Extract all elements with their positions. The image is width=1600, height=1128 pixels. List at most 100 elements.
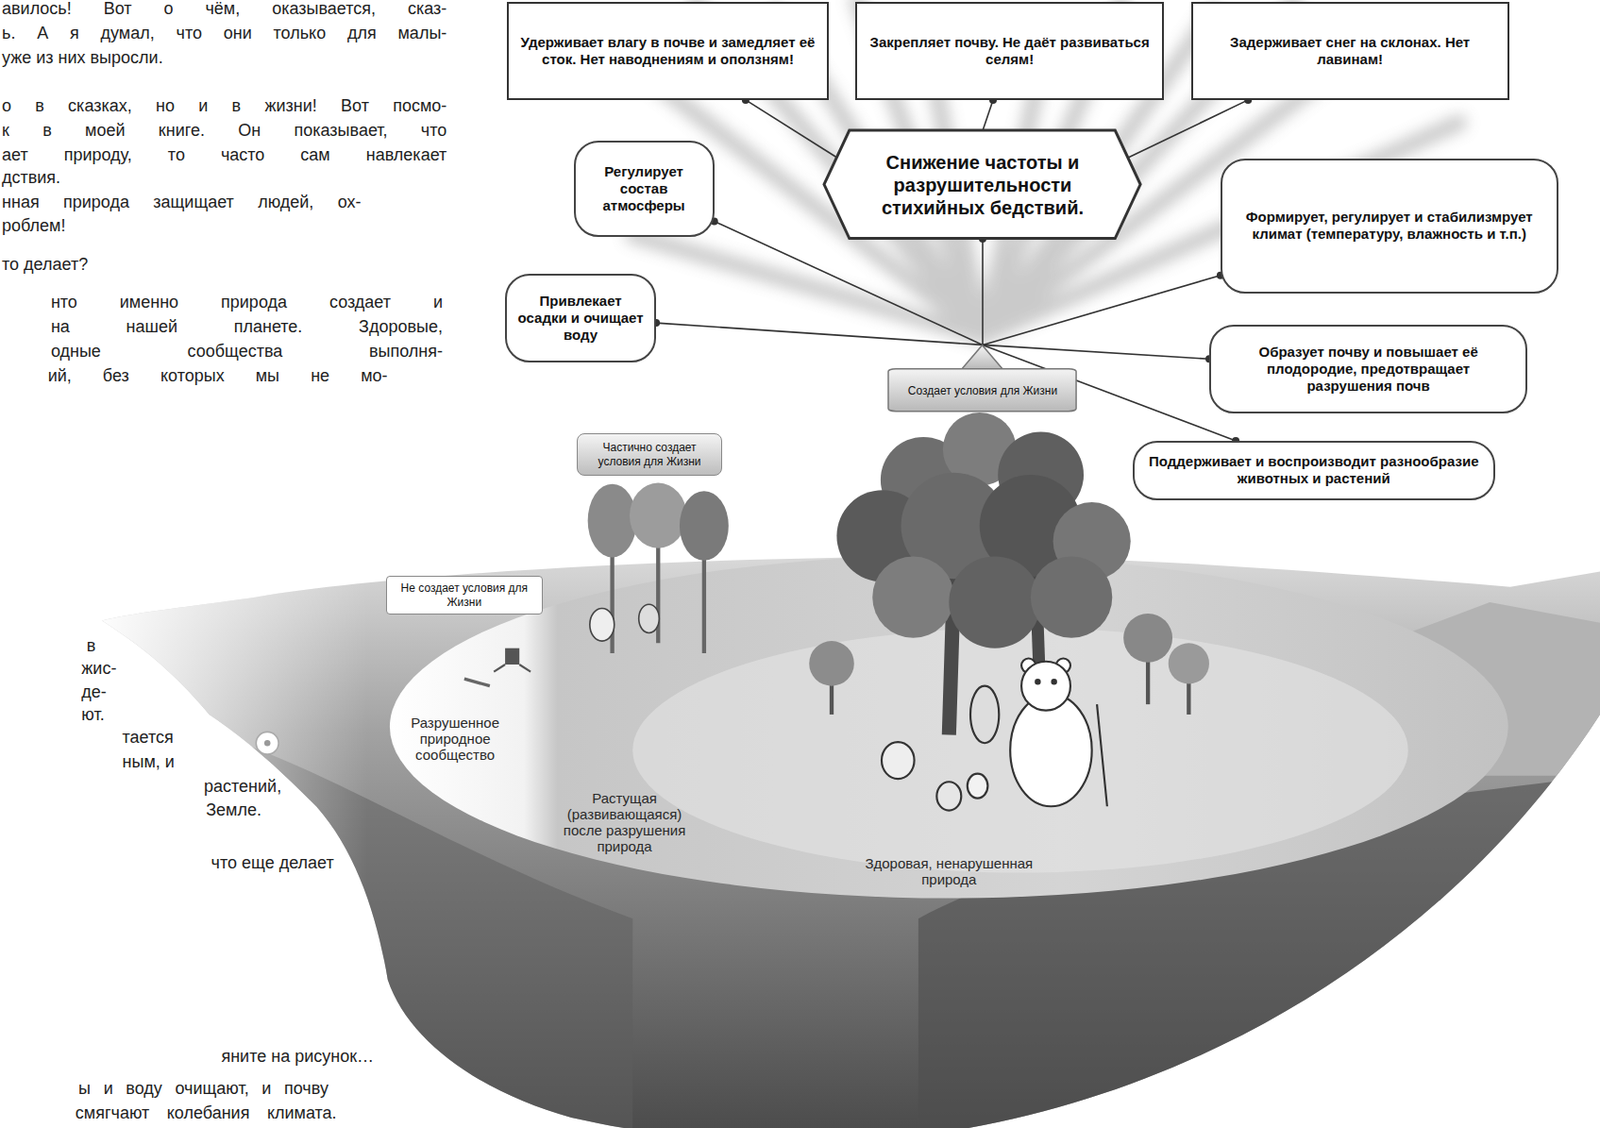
- connector-line: [1128, 100, 1248, 158]
- page-text-fragment: тается: [122, 728, 174, 748]
- function-bubble: Привлекает осадки и очищает воду: [505, 273, 657, 363]
- node-text: Образует почву и повышает её плодородие,…: [1224, 343, 1513, 395]
- young-trees: [639, 604, 660, 633]
- young-trees: [629, 483, 688, 549]
- forest-animals: [1021, 661, 1071, 711]
- node-text: Не создает условия для Жизни: [392, 581, 537, 609]
- young-trees: [589, 608, 615, 642]
- page-text-fragment: де-: [81, 683, 107, 703]
- page-text-fragment: ий, без которых мы не мо-: [48, 367, 388, 387]
- page-text-fragment: ь. А я думал, что они только для малы-: [1, 24, 447, 44]
- page-text-fragment: ает природу, то часто сам навлекает: [1, 146, 447, 166]
- connector-line: [982, 344, 1210, 359]
- page-text-fragment: роблем!: [1, 217, 66, 236]
- forest-animals: [967, 774, 989, 799]
- page-text-fragment: то делает?: [1, 255, 88, 275]
- connector-line: [982, 275, 1221, 346]
- light-rays: [632, 235, 983, 337]
- region-label: Здоровая, ненарушенная природа: [859, 855, 1039, 889]
- page-text-fragment: Земле.: [205, 801, 262, 821]
- page-text-fragment: нная природа защищает людей, ох-: [1, 193, 362, 213]
- landscape-bowl: [91, 551, 1600, 1128]
- hexagon-outline: [824, 130, 1141, 239]
- landscape-bowl: [91, 551, 1600, 1128]
- node-text: Создает условия для Жизни: [894, 384, 1070, 398]
- old-trees: [872, 555, 954, 638]
- house-roof: [961, 345, 1004, 371]
- old-trees: [948, 555, 1041, 648]
- page-text-fragment: ют.: [81, 706, 104, 725]
- forest-animals: [1052, 679, 1057, 684]
- function-bubble: Регулирует состав атмосферы: [573, 140, 715, 237]
- flower: [264, 740, 270, 746]
- connector-line: [981, 238, 984, 346]
- node-text: Частично создает условия для Жизни: [583, 440, 717, 469]
- function-bubble: Образует почву и повышает её плодородие,…: [1209, 324, 1528, 414]
- node-text: Удерживает влагу в почве и замедляет её …: [520, 33, 816, 68]
- page-text-fragment: ы и воду очищают, и почву: [78, 1079, 329, 1099]
- nature-oval: [632, 627, 1409, 873]
- page-text-fragment: ным, и: [122, 753, 175, 773]
- house-outline: [887, 344, 1078, 412]
- page-text-fragment: дствия.: [1, 168, 61, 188]
- old-trees: [1030, 555, 1112, 638]
- node-text: Формирует, регулирует и стабилизмрует кл…: [1235, 208, 1544, 243]
- stump: [464, 678, 490, 687]
- function-bubble: Поддерживает и воспроизводит разнообрази…: [1132, 440, 1496, 501]
- region-label: Растущая (развивающаяся) после разрушени…: [555, 790, 694, 856]
- node-text: Задерживает снег на склонах. Нет лавинам…: [1204, 33, 1497, 68]
- young-trees: [679, 490, 729, 561]
- page-text-fragment: к в моей книге. Он показывает, что: [1, 121, 447, 141]
- node-text: Снижение частоты и разрушительности стих…: [856, 151, 1109, 219]
- connector-line: [656, 322, 983, 345]
- forest-animals: [936, 781, 961, 810]
- forest-animals: [1035, 679, 1040, 684]
- forest-animals: [881, 741, 915, 779]
- region-label: Разрушенное природное сообщество: [404, 714, 506, 764]
- forest-animals: [881, 657, 1108, 810]
- nature-oval: [389, 555, 1509, 898]
- page-text-fragment: смягчают колебания климата.: [75, 1104, 337, 1124]
- flower: [255, 731, 279, 755]
- forest-animals: [1096, 704, 1108, 807]
- page-text-fragment: одные сообщества выполня-: [50, 342, 443, 362]
- house-box: Создает условия для Жизни: [887, 344, 1078, 412]
- page-text-fragment: что еще делает: [211, 854, 335, 874]
- young-trees: [588, 483, 729, 655]
- forest-animals: [1010, 693, 1092, 807]
- function-bubble: Формирует, регулирует и стабилизмрует кл…: [1220, 158, 1559, 295]
- young-trees: [588, 484, 638, 558]
- node-text: Привлекает осадки и очищает воду: [514, 292, 647, 344]
- connector-line: [982, 100, 994, 131]
- stump: [505, 648, 520, 665]
- page-text-fragment: жис-: [81, 659, 117, 679]
- page-text-fragment: на нашей планете. Здоровые,: [50, 318, 443, 337]
- page-text-fragment: в: [86, 637, 97, 657]
- page-text-fragment: нто именно природа создает и: [50, 293, 443, 313]
- node-text: Поддерживает и воспроизводит разнообрази…: [1145, 453, 1483, 488]
- connector-line: [745, 100, 838, 158]
- old-trees: [1168, 642, 1210, 684]
- status-box: Частично создает условия для Жизни: [576, 433, 724, 475]
- old-trees: [1123, 613, 1173, 663]
- info-box: Закрепляет почву. Не даёт развиваться се…: [855, 1, 1165, 101]
- flower: [255, 731, 279, 755]
- page-text-fragment: о в сказках, но и в жизни! Вот посмо-: [1, 97, 447, 117]
- node-text: Регулирует состав атмосферы: [583, 163, 706, 215]
- page-text-fragment: авилось! Вот о чём, оказывается, сказ-: [1, 0, 447, 19]
- page-text-fragment: яните на рисунок…: [220, 1047, 374, 1067]
- stump: [464, 648, 531, 687]
- info-box: Задерживает снег на склонах. Нет лавинам…: [1191, 1, 1510, 101]
- nature-oval: [389, 555, 1509, 898]
- status-box: Не создает условия для Жизни: [386, 575, 543, 615]
- hexagon-box: Снижение частоты и разрушительности стих…: [824, 130, 1141, 239]
- old-trees: [808, 640, 855, 687]
- page-text-fragment: растений,: [203, 777, 282, 797]
- stump: [493, 664, 506, 673]
- page-text-fragment: уже из них выросли.: [1, 49, 164, 68]
- landscape-bowl: [91, 572, 368, 1128]
- stump: [519, 664, 531, 673]
- node-text: Закрепляет почву. Не даёт развиваться се…: [868, 33, 1152, 68]
- info-box: Удерживает влагу в почве и замедляет её …: [506, 1, 829, 101]
